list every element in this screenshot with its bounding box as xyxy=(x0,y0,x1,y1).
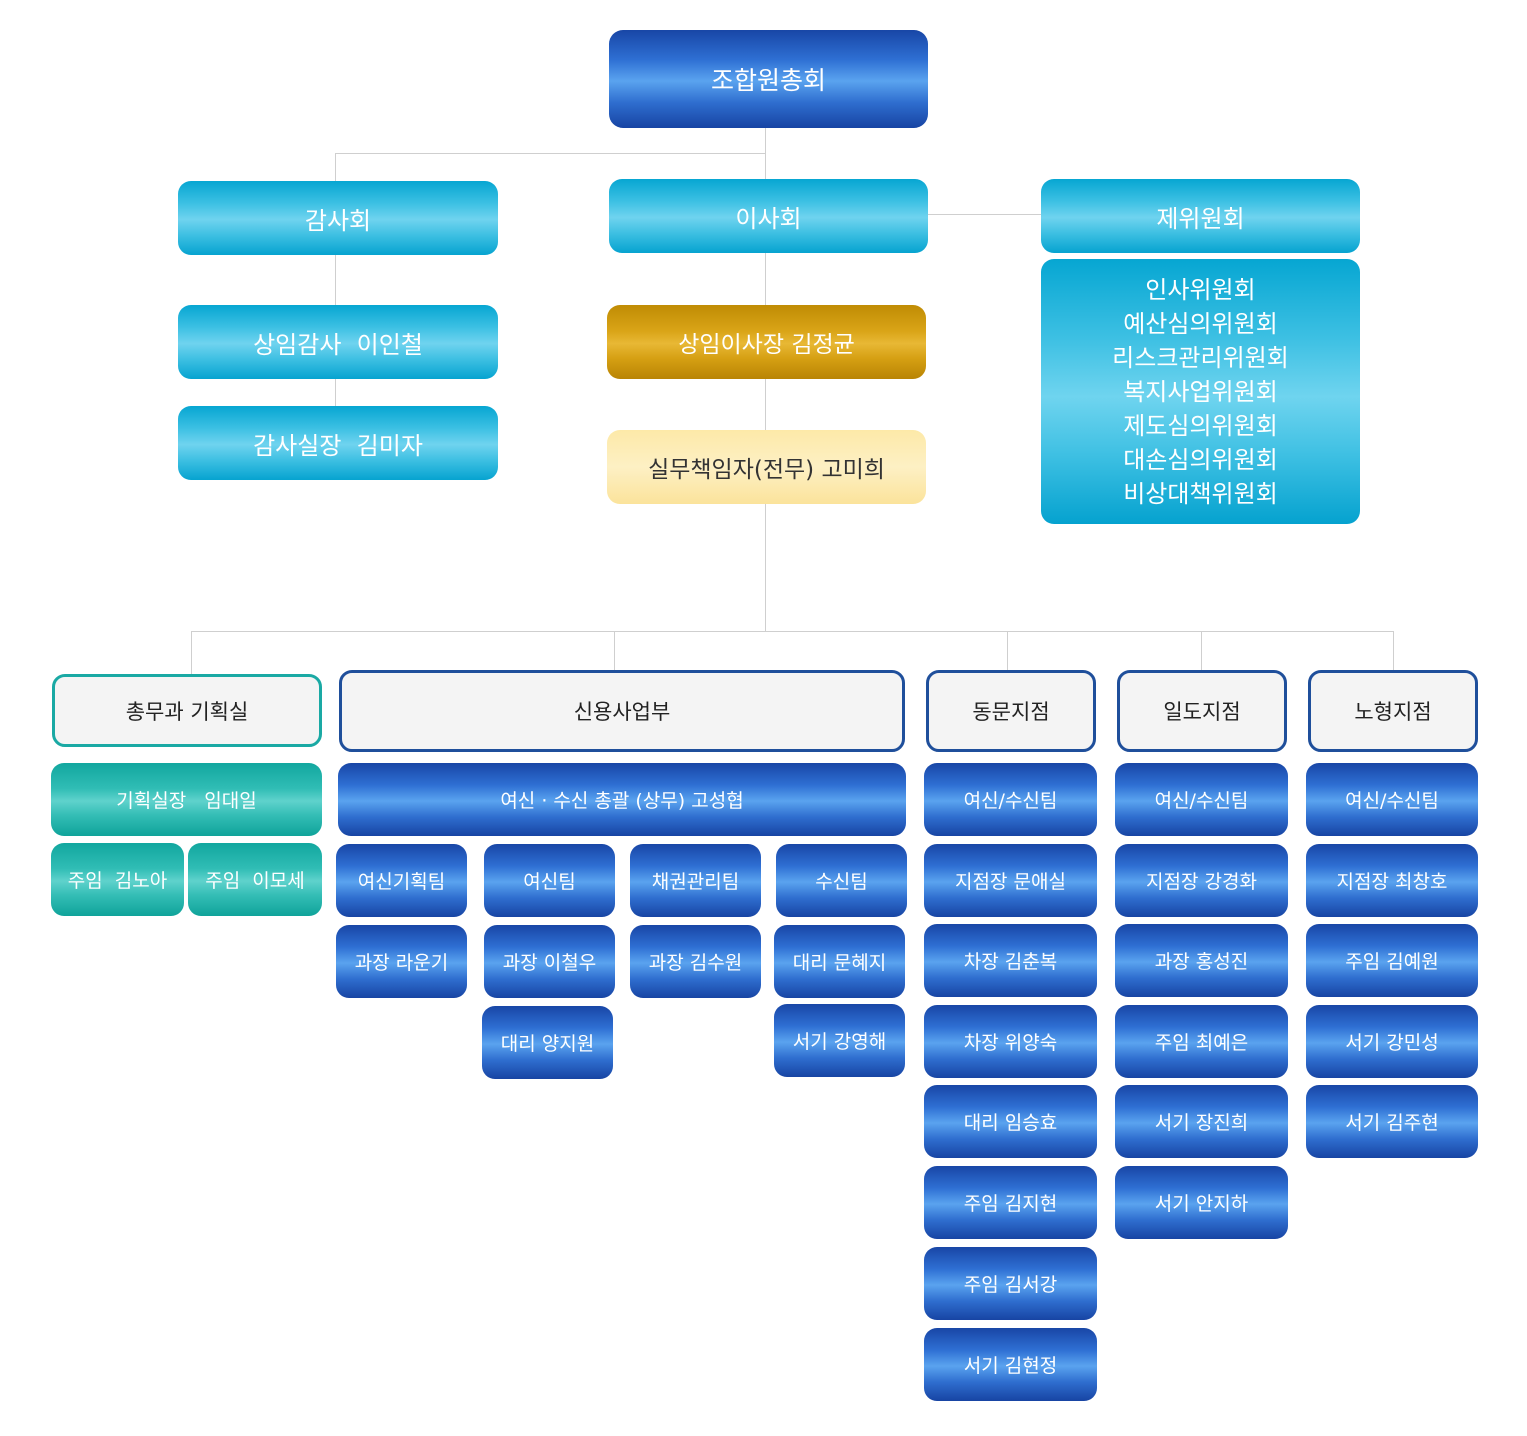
dongmun-branch-header: 동문지점 xyxy=(926,670,1096,752)
committee-item: 인사위원회 xyxy=(1145,275,1256,304)
team-member-box: 서기 강영해 xyxy=(774,1004,905,1077)
connector-line xyxy=(1201,631,1202,670)
branch-item-box: 차장 위양숙 xyxy=(924,1005,1097,1078)
branch-item-box: 대리 임승효 xyxy=(924,1085,1097,1158)
branch-item-box: 서기 김현정 xyxy=(924,1328,1097,1401)
branch-item-box: 주임 김서강 xyxy=(924,1247,1097,1320)
committee-item: 예산심의위원회 xyxy=(1123,309,1278,338)
branch-item-box: 과장 홍성진 xyxy=(1115,924,1288,997)
connector-line xyxy=(335,255,336,305)
team-box: 여신기획팀 xyxy=(336,844,467,917)
branch-item-box: 여신/수신팀 xyxy=(1306,763,1478,836)
committee-item: 복지사업위원회 xyxy=(1123,377,1278,406)
audit-committee-box: 감사회 xyxy=(178,181,498,255)
planning-chief-box: 기획실장 임대일 xyxy=(51,763,322,836)
committee-item: 비상대책위원회 xyxy=(1123,479,1278,508)
branch-item-box: 서기 안지하 xyxy=(1115,1166,1288,1239)
connector-line xyxy=(614,631,615,670)
branch-item-box: 여신/수신팀 xyxy=(1115,763,1288,836)
connector-line xyxy=(765,128,766,180)
branch-item-box: 차장 김춘복 xyxy=(924,924,1097,997)
admin-staff-box: 주임 이모세 xyxy=(188,843,322,916)
team-box: 채권관리팀 xyxy=(630,844,761,917)
branch-item-box: 지점장 문애실 xyxy=(924,844,1097,917)
team-member-box: 대리 문혜지 xyxy=(774,925,905,998)
team-member-box: 과장 김수원 xyxy=(630,925,761,998)
chairman-box: 상임이사장 김정균 xyxy=(607,305,926,379)
connector-line xyxy=(765,253,766,305)
team-member-box: 대리 양지원 xyxy=(482,1006,613,1079)
branch-item-box: 여신/수신팀 xyxy=(924,763,1097,836)
team-box: 수신팀 xyxy=(776,844,907,917)
nohyeong-branch-header: 노형지점 xyxy=(1308,670,1478,752)
connector-line xyxy=(765,504,766,631)
executive-box: 실무책임자(전무) 고미희 xyxy=(607,430,926,504)
connector-line xyxy=(191,631,192,674)
connector-line xyxy=(335,153,336,181)
connector-line xyxy=(1393,631,1394,670)
connector-line xyxy=(765,379,766,430)
team-box: 여신팀 xyxy=(484,844,615,917)
connector-line xyxy=(335,379,336,406)
committee-item: 리스크관리위원회 xyxy=(1112,343,1289,372)
admin-dept-header: 총무과 기획실 xyxy=(52,674,322,747)
branch-item-box: 서기 강민성 xyxy=(1306,1005,1478,1078)
ildo-branch-header: 일도지점 xyxy=(1117,670,1287,752)
committees-list-box: 인사위원회 예산심의위원회 리스크관리위원회 복지사업위원회 제도심의위원회 대… xyxy=(1041,259,1360,524)
general-assembly-box: 조합원총회 xyxy=(609,30,928,128)
branch-item-box: 주임 김예원 xyxy=(1306,924,1478,997)
board-box: 이사회 xyxy=(609,179,928,253)
connector-line xyxy=(335,153,766,154)
credit-head-box: 여신 · 수신 총괄 (상무) 고성협 xyxy=(338,763,906,836)
branch-item-box: 주임 김지현 xyxy=(924,1166,1097,1239)
branch-item-box: 서기 김주현 xyxy=(1306,1085,1478,1158)
committee-item: 대손심의위원회 xyxy=(1123,445,1278,474)
team-member-box: 과장 이철우 xyxy=(484,925,615,998)
committees-title-box: 제위원회 xyxy=(1041,179,1360,253)
credit-dept-header: 신용사업부 xyxy=(339,670,905,752)
audit-chief-box: 감사실장 김미자 xyxy=(178,406,498,480)
branch-item-box: 지점장 강경화 xyxy=(1115,844,1288,917)
committee-item: 제도심의위원회 xyxy=(1123,411,1278,440)
branch-item-box: 서기 장진희 xyxy=(1115,1085,1288,1158)
admin-staff-box: 주임 김노아 xyxy=(51,843,184,916)
connector-line xyxy=(928,214,1041,215)
connector-line xyxy=(191,631,1393,632)
standing-auditor-box: 상임감사 이인철 xyxy=(178,305,498,379)
branch-item-box: 지점장 최창호 xyxy=(1306,844,1478,917)
team-member-box: 과장 라운기 xyxy=(336,925,467,998)
branch-item-box: 주임 최예은 xyxy=(1115,1005,1288,1078)
connector-line xyxy=(1007,631,1008,670)
